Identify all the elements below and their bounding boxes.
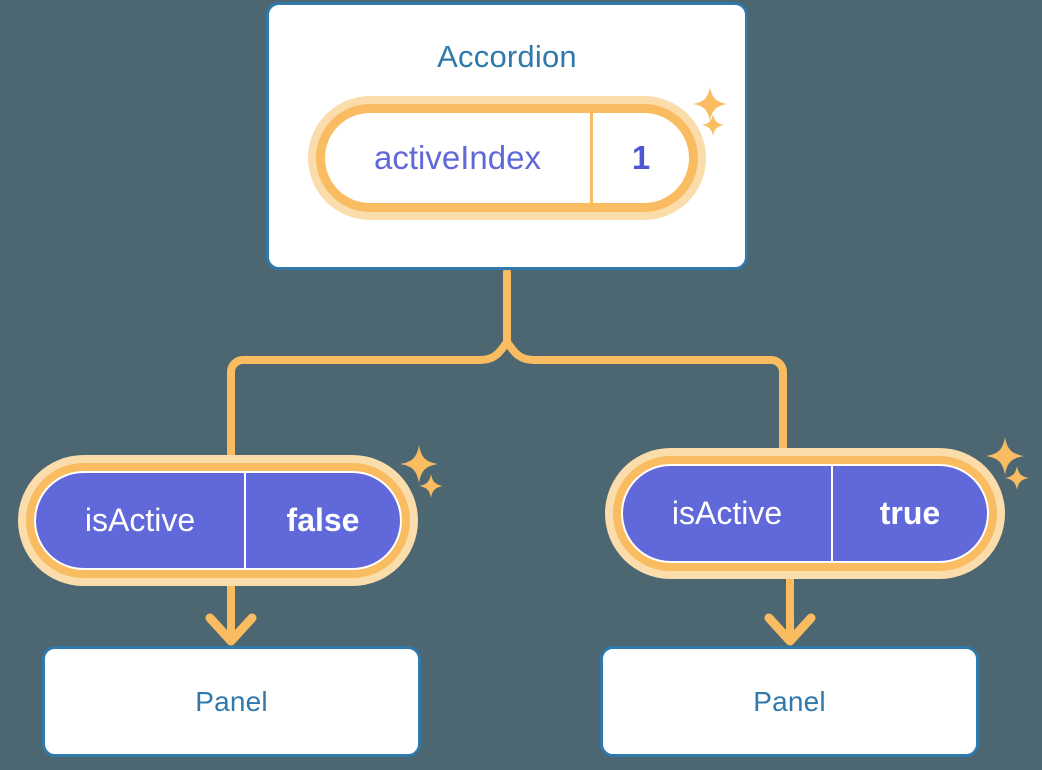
sparkle-icon [418,473,444,499]
state-value-label: 1 [631,139,651,176]
sparkle-icon [1004,465,1030,491]
state-pill-is-active-right[interactable]: isActive true [605,448,1005,579]
arrow-down-icon [764,579,816,646]
state-key-label: activeIndex [325,113,593,203]
state-pill-is-active-left[interactable]: isActive false [18,455,418,586]
state-key-label: isActive [36,473,246,568]
panel-component-card-left[interactable]: Panel [42,646,421,757]
state-value-label: false [286,502,360,538]
sparkle-icon [399,444,439,484]
arrow-down-icon [205,586,257,646]
pill-body: isActive false [34,471,402,570]
state-pill-active-index[interactable]: activeIndex 1 [308,96,706,220]
sparkle-icon [985,436,1025,476]
accordion-card-title: Accordion [437,39,577,74]
pill-body: activeIndex 1 [325,113,689,203]
pill-body: isActive true [621,464,989,563]
panel-component-card-right[interactable]: Panel [600,646,979,757]
state-key-label: isActive [623,466,833,561]
panel-card-title: Panel [753,685,826,717]
branch-connector-icon [227,268,787,464]
state-value-label: true [879,495,941,531]
panel-card-title: Panel [195,685,268,717]
